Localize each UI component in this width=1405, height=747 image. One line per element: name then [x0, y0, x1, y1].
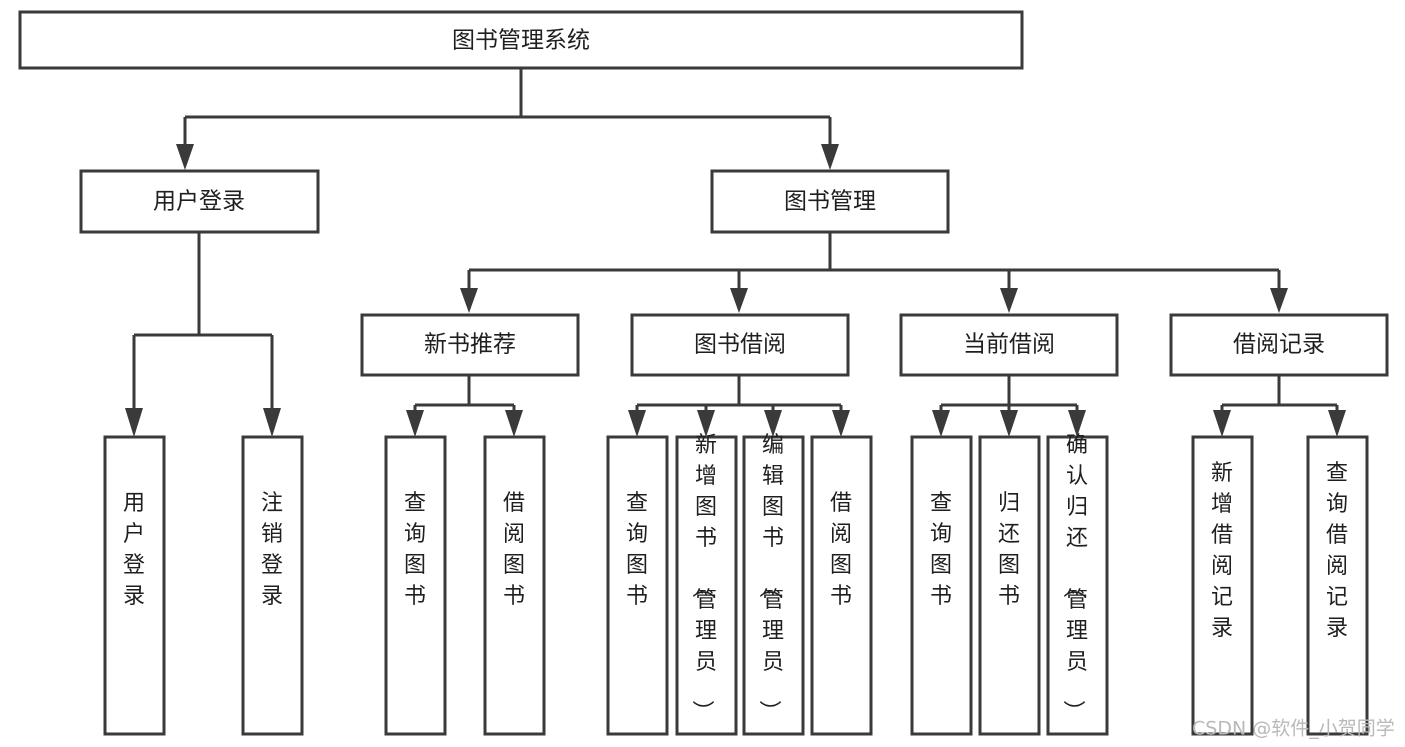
leaf-book-borrow-edit-box[interactable] [742, 435, 805, 736]
arrow-head-user-login-leaf-0 [125, 408, 143, 437]
node-new-book-recommend-label: 新书推荐 [424, 332, 516, 358]
leaf-borrow-record-query[interactable]: 查询借阅记录 [1306, 435, 1369, 736]
leaf-new-book-borrow[interactable]: 借阅图书 [483, 435, 546, 736]
arrow-head-book-borrow-leaf-0 [628, 410, 646, 437]
connectors-borrow-record-to-leaves [1213, 375, 1346, 437]
connectors-current-borrow-to-leaves [932, 375, 1086, 437]
leaf-book-borrow-borrow-label: 借阅图书 [830, 491, 852, 609]
leaf-new-book-query-box[interactable] [384, 435, 447, 736]
node-current-borrow-box[interactable] [899, 313, 1119, 377]
leaf-user-login-logout-box[interactable] [241, 435, 304, 736]
node-current-borrow-label: 当前借阅 [963, 332, 1055, 358]
node-current-borrow[interactable]: 当前借阅 [899, 313, 1119, 377]
leaf-borrow-record-add[interactable]: 新增借阅记录 [1191, 435, 1254, 736]
arrow-head-user-login [176, 144, 194, 170]
arrow-head-new-book-leaf-1 [505, 410, 523, 437]
node-book-management-label: 图书管理 [784, 189, 876, 215]
node-user-login-label: 用户登录 [153, 189, 245, 215]
arrow-head-book-borrow [730, 288, 748, 313]
arrow-head-current-borrow [1000, 288, 1018, 313]
leaf-user-login-logout[interactable]: 注销登录 [241, 435, 304, 736]
leaf-current-borrow-confirm-label: 确认归还（管理员） [1060, 433, 1088, 722]
node-borrow-record[interactable]: 借阅记录 [1169, 313, 1389, 377]
leaf-book-borrow-borrow[interactable]: 借阅图书 [810, 435, 873, 736]
leaf-current-borrow-query-label: 查询图书 [930, 491, 952, 609]
arrow-head-book-borrow-leaf-3 [832, 410, 850, 437]
leaf-borrow-record-add-box[interactable] [1191, 435, 1254, 736]
node-book-management[interactable]: 图书管理 [710, 169, 950, 234]
arrow-head-borrow-record-leaf-0 [1213, 410, 1231, 437]
leaf-book-borrow-borrow-box[interactable] [810, 435, 873, 736]
leaf-user-login-logout-label: 注销登录 [261, 491, 283, 609]
leaf-current-borrow-return-box[interactable] [978, 435, 1041, 736]
leaf-user-login-login-box[interactable] [103, 435, 166, 736]
arrow-head-borrow-record-leaf-1 [1328, 410, 1346, 437]
watermark-label: CSDN @软件_小贺同学 [1192, 718, 1395, 740]
leaf-book-borrow-add[interactable]: 新增图书（管理员） [675, 433, 738, 736]
node-root-system-box[interactable] [18, 10, 1024, 70]
node-book-borrow[interactable]: 图书借阅 [630, 313, 850, 377]
arrow-head-borrow-record [1270, 288, 1288, 313]
node-borrow-record-box[interactable] [1169, 313, 1389, 377]
node-root-system[interactable]: 图书管理系统 [18, 10, 1024, 70]
node-book-management-box[interactable] [710, 169, 950, 234]
connectors-new-book-to-leaves [406, 375, 523, 437]
node-borrow-record-label: 借阅记录 [1233, 332, 1325, 358]
arrow-head-book-mgmt [821, 144, 839, 170]
leaf-current-borrow-confirm-box[interactable] [1046, 435, 1109, 736]
leaf-book-borrow-edit-label: 编辑图书（管理员） [756, 433, 784, 722]
arrow-head-current-borrow-leaf-1 [1000, 410, 1018, 437]
node-book-borrow-box[interactable] [630, 313, 850, 377]
arrow-head-user-login-leaf-1 [263, 408, 281, 437]
arrow-head-current-borrow-leaf-0 [932, 410, 950, 437]
leaf-current-borrow-return[interactable]: 归还图书 [978, 435, 1041, 736]
arrow-head-book-borrow-leaf-1 [697, 410, 715, 437]
leaf-user-login-login-label: 用户登录 [123, 491, 145, 609]
leaf-book-borrow-query[interactable]: 查询图书 [606, 435, 669, 736]
node-user-login[interactable]: 用户登录 [79, 169, 320, 234]
leaf-new-book-borrow-label: 借阅图书 [503, 491, 525, 609]
leaf-book-borrow-query-label: 查询图书 [626, 491, 648, 609]
leaf-new-book-query[interactable]: 查询图书 [384, 435, 447, 736]
leaf-current-borrow-confirm[interactable]: 确认归还（管理员） [1046, 433, 1109, 736]
leaf-user-login-login[interactable]: 用户登录 [103, 435, 166, 736]
leaf-borrow-record-query-box[interactable] [1306, 435, 1369, 736]
leaf-borrow-record-query-label: 查询借阅记录 [1326, 461, 1348, 641]
connectors-user-login-to-leaves [125, 232, 281, 437]
leaf-current-borrow-query[interactable]: 查询图书 [910, 435, 973, 736]
arrow-head-current-borrow-leaf-2 [1068, 410, 1086, 437]
node-user-login-box[interactable] [79, 169, 320, 234]
node-root-system-label: 图书管理系统 [452, 28, 590, 54]
leaf-book-borrow-add-label: 新增图书（管理员） [689, 433, 717, 722]
leaf-borrow-record-add-label: 新增借阅记录 [1211, 461, 1233, 641]
node-book-borrow-label: 图书借阅 [694, 332, 786, 358]
node-new-book-recommend-box[interactable] [360, 313, 580, 377]
leaf-book-borrow-edit[interactable]: 编辑图书（管理员） [742, 433, 805, 736]
leaf-new-book-borrow-box[interactable] [483, 435, 546, 736]
node-new-book-recommend[interactable]: 新书推荐 [360, 313, 580, 377]
arrow-head-book-borrow-leaf-2 [764, 410, 782, 437]
leaf-current-borrow-query-box[interactable] [910, 435, 973, 736]
connectors-book-mgmt-to-level3 [460, 232, 1288, 313]
connectors-root-to-level2 [176, 68, 839, 170]
leaf-book-borrow-add-box[interactable] [675, 435, 738, 736]
connectors-book-borrow-to-leaves [628, 375, 850, 437]
arrow-head-new-book [460, 288, 478, 313]
arrow-head-new-book-leaf-0 [406, 410, 424, 437]
leaf-book-borrow-query-box[interactable] [606, 435, 669, 736]
leaf-new-book-query-label: 查询图书 [404, 491, 426, 609]
leaf-current-borrow-return-label: 归还图书 [998, 491, 1020, 609]
